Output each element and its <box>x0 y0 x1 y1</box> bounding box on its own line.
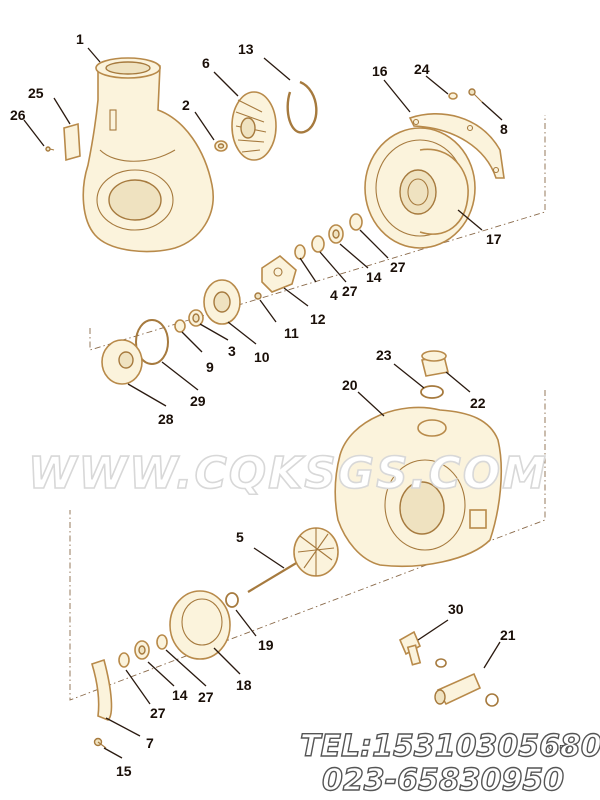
o-ring-29 <box>135 319 169 365</box>
cap-screw-8 <box>468 88 485 105</box>
callout-3: 3 <box>228 343 236 359</box>
cap-screw-15 <box>93 737 107 749</box>
callout-29: 29 <box>190 393 206 409</box>
callout-7: 7 <box>146 735 154 751</box>
callout-15: 15 <box>116 763 132 779</box>
thrust-collar-insert <box>203 279 241 325</box>
contact-tel: TEL:15310305680 <box>300 729 600 764</box>
callout-14-upper: 14 <box>366 269 382 285</box>
callout-22: 22 <box>470 395 486 411</box>
snap-ring <box>286 80 318 134</box>
thrust-bearing <box>261 254 297 293</box>
lock-nut <box>214 140 228 152</box>
callout-25: 25 <box>28 85 44 101</box>
callout-13: 13 <box>238 41 254 57</box>
callout-1: 1 <box>76 31 84 47</box>
callout-27-lower-right: 27 <box>198 689 214 705</box>
compressor-housing <box>82 57 214 253</box>
washer-24 <box>448 92 458 100</box>
turbine-wheel-shaft <box>247 527 339 593</box>
callout-5: 5 <box>236 529 244 545</box>
callout-28: 28 <box>158 411 174 427</box>
heat-shield <box>169 590 231 660</box>
seal-plate <box>101 339 143 385</box>
contact-phone: 023-65830950 <box>322 763 564 798</box>
callout-6: 6 <box>202 55 210 71</box>
banjo-bolt <box>398 630 422 666</box>
leader-lines <box>23 47 503 759</box>
callout-11: 11 <box>284 325 299 341</box>
callout-27-lower-left: 27 <box>150 705 166 721</box>
piston-ring-9 <box>174 319 186 333</box>
callout-21: 21 <box>500 627 516 643</box>
upper-assembly-frame <box>89 115 546 351</box>
housing-plug <box>421 350 449 377</box>
data-plate <box>63 122 81 162</box>
callout-12: 12 <box>310 311 326 327</box>
callout-16: 16 <box>372 63 388 79</box>
cap-screw-11 <box>254 292 262 300</box>
plug-seal-ring <box>420 385 444 399</box>
callout-labels: 1 2 3 4 5 6 7 8 9 10 11 12 13 14 14 15 1… <box>10 31 516 779</box>
oil-drain-fitting <box>434 658 499 707</box>
callout-24: 24 <box>414 61 430 77</box>
site-watermark: WWW.CQKSGS.COM <box>28 448 548 499</box>
bearing-stack-upper <box>294 213 363 260</box>
bearing-stack-lower <box>118 634 168 668</box>
drawing-code: 9957 <box>548 744 571 755</box>
compressor-backplate <box>364 127 476 249</box>
callout-2: 2 <box>182 97 190 113</box>
callout-26: 26 <box>10 107 26 123</box>
clamp-plate <box>91 658 113 721</box>
callout-18: 18 <box>236 677 252 693</box>
piston-ring-19 <box>225 592 239 608</box>
callout-10: 10 <box>254 349 270 365</box>
callout-27-upper-right: 27 <box>390 259 406 275</box>
callout-17: 17 <box>486 231 502 247</box>
oil-seal-ring <box>188 309 204 327</box>
callout-14-lower: 14 <box>172 687 188 703</box>
callout-8: 8 <box>500 121 508 137</box>
callout-9: 9 <box>206 359 214 375</box>
callout-23: 23 <box>376 347 392 363</box>
callout-27-upper-left: 27 <box>342 283 358 299</box>
callout-19: 19 <box>258 637 274 653</box>
lower-assembly-frame <box>69 390 546 701</box>
callout-30: 30 <box>448 601 464 617</box>
compressor-wheel <box>231 91 277 161</box>
lock-plate-arc <box>408 113 505 179</box>
callout-20: 20 <box>342 377 358 393</box>
turbine-housing <box>334 406 503 568</box>
drive-screw <box>45 146 55 152</box>
callout-4: 4 <box>330 287 338 303</box>
